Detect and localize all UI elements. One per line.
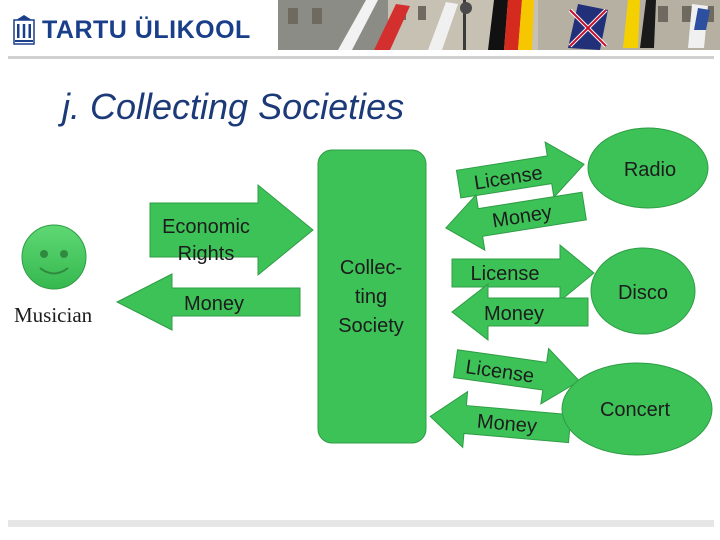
economic-rights-arrow bbox=[149, 183, 314, 277]
concert-label: Concert bbox=[600, 399, 670, 421]
collecting-society-box bbox=[317, 149, 427, 444]
economic-rights-label-line2: Rights bbox=[178, 243, 235, 265]
society-label-line1: Collec- bbox=[340, 257, 402, 279]
musician-label: Musician bbox=[14, 303, 93, 327]
disco-license-label: License bbox=[471, 263, 540, 285]
header-banner-image bbox=[278, 0, 720, 50]
header-divider bbox=[8, 56, 714, 59]
disco-money-label: Money bbox=[484, 303, 544, 325]
university-seal-icon bbox=[13, 15, 35, 45]
radio-money-arrow bbox=[445, 191, 587, 252]
concert-money-label: Money bbox=[476, 411, 538, 438]
university-logo-text: TARTU ÜLIKOOL bbox=[42, 16, 251, 44]
radio-bubble bbox=[587, 127, 709, 209]
concert-bubble bbox=[561, 362, 713, 456]
disco-money-arrow bbox=[451, 282, 589, 342]
society-label-line3: Society bbox=[338, 315, 404, 337]
concert-license-arrow bbox=[453, 347, 581, 405]
disco-label: Disco bbox=[618, 282, 668, 304]
radio-label: Radio bbox=[624, 159, 676, 181]
society-label-line2: ting bbox=[355, 286, 387, 308]
disco-bubble bbox=[590, 247, 696, 335]
money-to-musician-arrow bbox=[115, 273, 301, 331]
footer-bar bbox=[8, 520, 714, 527]
musician-smiley-icon bbox=[21, 224, 87, 290]
concert-money-arrow bbox=[429, 390, 572, 449]
slide-title: j. Collecting Societies bbox=[62, 86, 405, 127]
economic-rights-label-line1: Economic bbox=[162, 216, 250, 238]
money-to-musician-label: Money bbox=[184, 293, 244, 315]
